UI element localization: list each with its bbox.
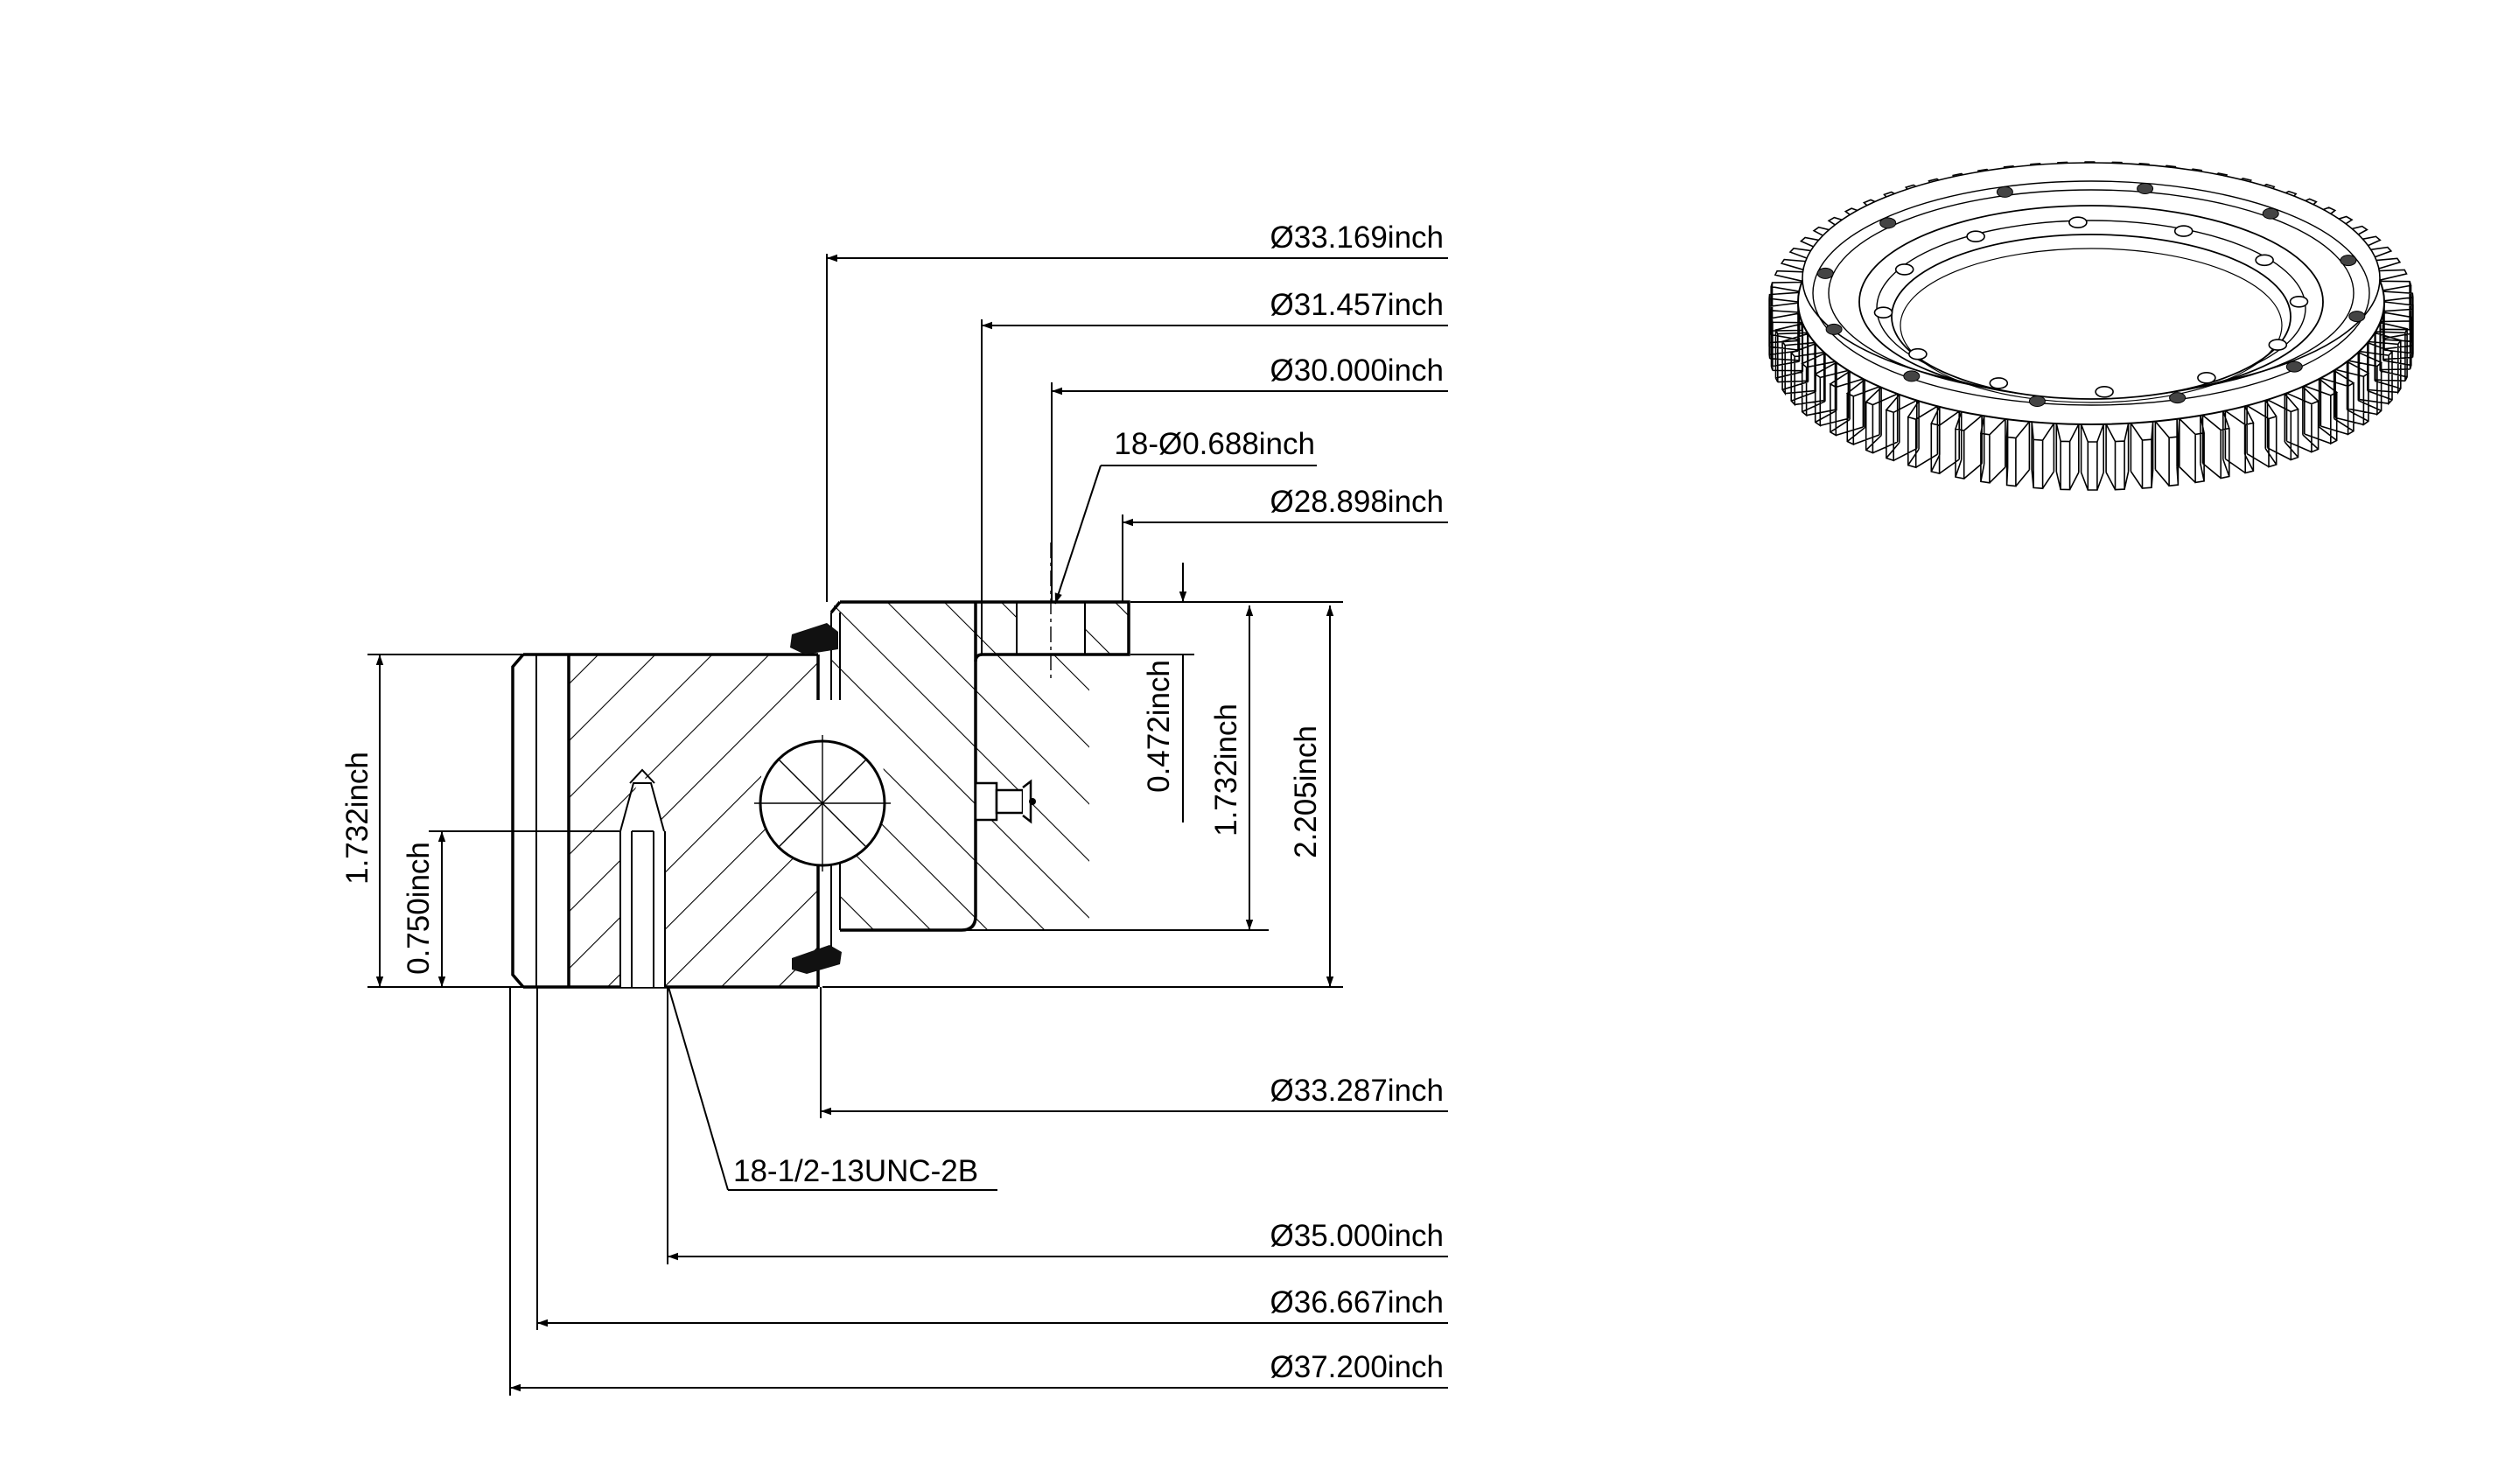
label-h-2-205: 2.205inch <box>1289 725 1323 858</box>
gear-hole-inner <box>1908 347 1928 360</box>
threaded-hole <box>619 768 666 987</box>
gear-teeth-outline <box>1768 161 2414 491</box>
gear-hole-inner <box>2197 371 2216 384</box>
gear-hole-inner <box>1966 230 1985 243</box>
gear-hole-inner <box>1894 263 1914 276</box>
label-d-31-457: Ø31.457inch <box>1270 288 1444 322</box>
gear-hole-inner <box>2268 339 2288 351</box>
grease-nipple <box>974 779 1036 824</box>
label-d-35-000: Ø35.000inch <box>1270 1219 1444 1253</box>
gear-hole-outer <box>2262 207 2279 220</box>
label-h-0-472: 0.472inch <box>1142 660 1176 793</box>
gear-hole-outer <box>2285 360 2303 373</box>
dimension-lines <box>367 254 1448 1396</box>
label-holes: 18-Ø0.688inch <box>1114 427 1315 461</box>
gear-mounting-holes <box>1816 183 2366 407</box>
gear-hole-outer <box>2137 183 2154 194</box>
gear-hole-outer <box>2028 396 2046 407</box>
gear-hole-outer <box>1996 186 2013 198</box>
gear-hole-outer <box>2169 392 2187 404</box>
label-h-1-732-left: 1.732inch <box>340 752 374 885</box>
gear-hole-inner <box>2068 216 2088 228</box>
gear-hole-inner <box>1989 377 2009 389</box>
inner-ring-section <box>829 600 1130 932</box>
gear-hole-outer <box>1879 217 1897 229</box>
label-d-33-169: Ø33.169inch <box>1270 220 1444 255</box>
label-d-28-898: Ø28.898inch <box>1270 485 1444 519</box>
label-thread: 18-1/2-13UNC-2B <box>733 1154 978 1188</box>
dimension-labels: Ø33.169inch Ø31.457inch Ø30.000inch 18-Ø… <box>340 220 1444 1384</box>
gear-body <box>1797 162 2385 425</box>
label-d-33-287: Ø33.287inch <box>1270 1074 1444 1108</box>
gear-hole-outer <box>2340 255 2357 267</box>
label-d-36-667: Ø36.667inch <box>1270 1285 1444 1320</box>
gear-hole-outer <box>1903 370 1921 382</box>
gear-hole-inner <box>1873 306 1893 319</box>
gear-hole-outer <box>1816 267 1834 279</box>
gear-teeth <box>1768 161 2414 491</box>
label-d-37-200: Ø37.200inch <box>1270 1350 1444 1384</box>
gear-iso-view <box>1768 161 2414 491</box>
gear-hole-inner <box>2255 254 2274 267</box>
gear-hole-outer <box>1825 323 1843 335</box>
gear-hole-inner <box>2173 225 2194 237</box>
cross-section <box>511 542 1130 989</box>
ball <box>754 735 891 872</box>
gear-hole-inner <box>2289 295 2309 308</box>
label-h-1-732-right: 1.732inch <box>1209 704 1243 836</box>
gear-hole-inner <box>2095 385 2114 398</box>
label-h-0-750: 0.750inch <box>402 842 436 975</box>
seals <box>790 623 842 974</box>
label-d-30-000: Ø30.000inch <box>1270 354 1444 388</box>
gear-hole-outer <box>2348 311 2366 323</box>
